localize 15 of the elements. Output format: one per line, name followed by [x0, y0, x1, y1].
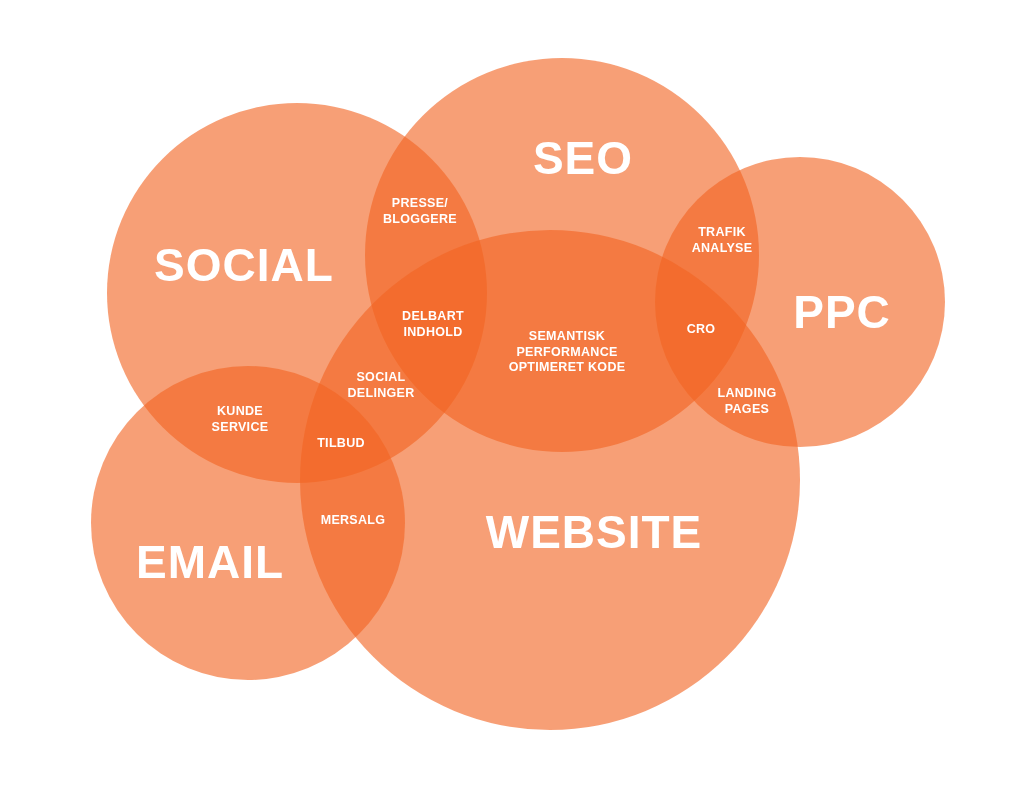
region-title: SOCIAL [154, 242, 334, 288]
region-title: PPC [793, 289, 891, 335]
overlap-label: KUNDE SERVICE [210, 404, 270, 436]
overlap-label: TILBUD [316, 436, 366, 452]
overlap-label: MERSALG [319, 513, 387, 529]
overlap-label: PRESSE/ BLOGGERE [382, 196, 458, 228]
overlap-label: TRAFIK ANALYSE [690, 225, 754, 257]
overlap-label: SOCIAL DELINGER [346, 370, 416, 402]
region-title: WEBSITE [485, 509, 703, 555]
region-title: SEO [532, 135, 634, 181]
overlap-label: SEMANTISK PERFORMANCE OPTIMERET KODE [507, 328, 627, 376]
overlap-label: CRO [685, 322, 717, 338]
overlap-label: DELBART INDHOLD [401, 309, 465, 341]
overlap-label: LANDING PAGES [716, 386, 778, 418]
region-title: EMAIL [135, 539, 285, 585]
